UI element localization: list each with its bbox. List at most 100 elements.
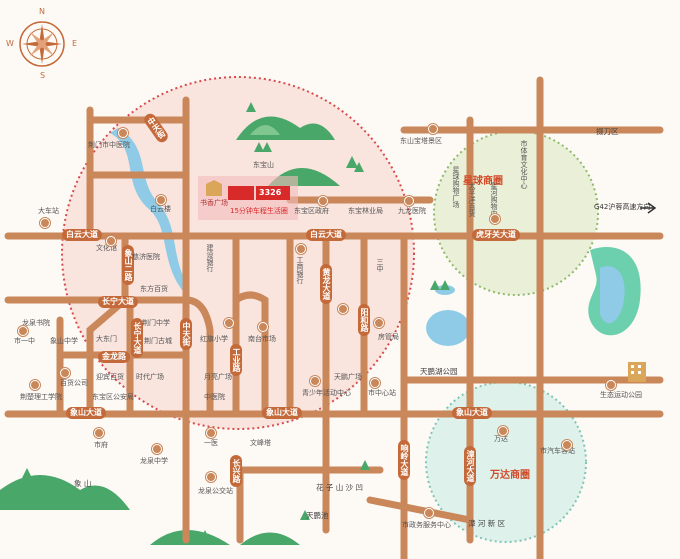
poi-zhongyi: 中医院 [204, 393, 225, 401]
road-nantai [232, 291, 269, 418]
poi-wenjiao: 市体育文化中心 [520, 140, 528, 189]
poi-yingbin: 迎宾百货 [96, 373, 124, 381]
compass-s: S [40, 71, 46, 80]
poi-jingmen-zx: 龙泉书院 [22, 319, 50, 327]
district-tianpeng: 天鹏湖公园 [420, 367, 458, 376]
g42-label: G42沪蓉高速方向 [594, 203, 651, 211]
district-xiangshan: 象 山 [74, 479, 92, 488]
poi-xincheng: 东宝林业局 [348, 207, 383, 215]
poi-xinghe: 星河购物中心 [490, 182, 498, 224]
district-zhanghe: 漳 河 新 区 [468, 519, 506, 528]
road-sign-xiangshan-m: 象山大道 [262, 407, 302, 419]
road-sign-zhongtian: 中天街 [180, 318, 192, 350]
poi-huiji: 慈济医院 [132, 253, 160, 261]
road-sign-zhanghe: 漳河大道 [464, 446, 476, 486]
poi-dongbao-gongan: 东宝区公安局 [92, 393, 134, 401]
poi-nanshi: 南台市场 [248, 335, 276, 343]
poi-fangcheng: 房管局 [378, 333, 399, 341]
road-sign-changxing: 长兴路 [230, 455, 242, 487]
poi-pin [424, 508, 434, 518]
poi-pin [224, 318, 234, 328]
poi-qingshao: 青少年活动中心 [302, 389, 351, 397]
poi-dachen: 大东门 [96, 335, 117, 343]
project-logo [228, 186, 254, 200]
lake-east-inner [600, 266, 625, 324]
compass-w: W [6, 39, 14, 48]
poi-pin [310, 376, 320, 386]
district-tianpeng2: 天鹏池 [306, 511, 329, 520]
arrow-right-icon [640, 202, 657, 214]
district-duodao: 掇刀区 [596, 127, 619, 136]
poi-shi-yizhong: 市一中 [14, 337, 35, 345]
poi-pin [30, 380, 40, 390]
road-sign-jinlong: 金龙路 [98, 351, 130, 363]
poi-pin [156, 195, 166, 205]
compass-e: E [72, 39, 78, 48]
road-sign-gongye: 工业路 [230, 344, 242, 376]
poi-shi-zhongxin: 市中心站 [368, 389, 396, 397]
poi-pin [338, 304, 348, 314]
zone-xingqiu: 星球商圈 [463, 176, 503, 187]
poi-wanda: 万达 [494, 435, 508, 443]
poi-gongshang: 工商银行 [296, 256, 304, 284]
poi-pin [258, 322, 268, 332]
road-sign-changning: 长宁大道 [98, 296, 138, 308]
poi-pin [404, 196, 414, 206]
poi-yuehan: 月亮广场 [204, 373, 232, 381]
poi-yimin: 一医 [204, 439, 218, 447]
poi-dongfang: 东方百货 [140, 285, 168, 293]
mountain-south2 [240, 532, 300, 545]
poi-pin [60, 368, 70, 378]
zone-wanda: 万达商圈 [490, 470, 530, 481]
poi-dache: 大车站 [38, 207, 59, 215]
poi-jingmen-xueyuan: 荆楚理工学院 [20, 393, 62, 401]
poi-pin [374, 318, 384, 328]
road-gongye-curve [182, 296, 214, 418]
trees [22, 102, 450, 540]
poi-gucheng: 荆门古城 [144, 337, 172, 345]
road-sign-xiangshan-2: 象山二路 [122, 245, 134, 285]
poi-baiyunlou: 白云楼 [150, 205, 171, 213]
poi-hongqi: 红旗小学 [200, 335, 228, 343]
project-square: 书香广场 [200, 199, 228, 207]
road-sign-huanglong: 黄龙大道 [320, 264, 332, 304]
district-huazishan: 花 子 山 沙 凹 [316, 483, 364, 492]
poi-shixie: 市汽车客站 [540, 447, 575, 455]
poi-pin [370, 378, 380, 388]
poi-mudi: 荆门中学 [142, 319, 170, 327]
compass-n: N [39, 7, 45, 16]
poi-wenfeng: 文峰塔 [250, 439, 271, 447]
poi-pin [94, 428, 104, 438]
road-sign-xiangshan-e: 象山大道 [452, 407, 492, 419]
poi-taisheng: 太平洋百货 [468, 182, 476, 217]
poi-jiulong: 九龙医院 [398, 207, 426, 215]
book-icon [206, 180, 222, 196]
poi-pin [118, 128, 128, 138]
compass-rose [19, 21, 65, 67]
road-sign-yanghe: 阳和路 [358, 304, 370, 336]
poi-shidai: 时代广场 [136, 373, 164, 381]
poi-pin [498, 426, 508, 436]
poi-dongbao-gov: 东宝区政府 [294, 207, 329, 215]
xingqiu-circle [433, 130, 599, 296]
poi-wenhuaguan: 文化馆 [96, 244, 117, 252]
project-caption: 15分钟车程生活圈 [230, 207, 288, 215]
poi-shizheng: 市政务服务中心 [402, 521, 451, 529]
poi-pin [206, 428, 216, 438]
building-icon [628, 362, 646, 382]
mountain-label: 东宝山 [253, 161, 274, 169]
poi-longquan-bus: 龙泉公交站 [198, 487, 233, 495]
poi-pin [152, 444, 162, 454]
poi-xiangshan-zx: 象山中学 [50, 337, 78, 345]
lake-west [426, 310, 470, 346]
poi-pin [296, 244, 306, 254]
road-sign-changning-2: 长宁大道 [131, 318, 143, 358]
poi-pin [106, 236, 116, 246]
road-south-east [366, 496, 474, 524]
project-badge: 3326 [259, 188, 282, 197]
poi-pin [18, 326, 28, 336]
road-sign-baiyun-w: 白云大道 [62, 229, 102, 241]
poi-pin [40, 218, 50, 228]
